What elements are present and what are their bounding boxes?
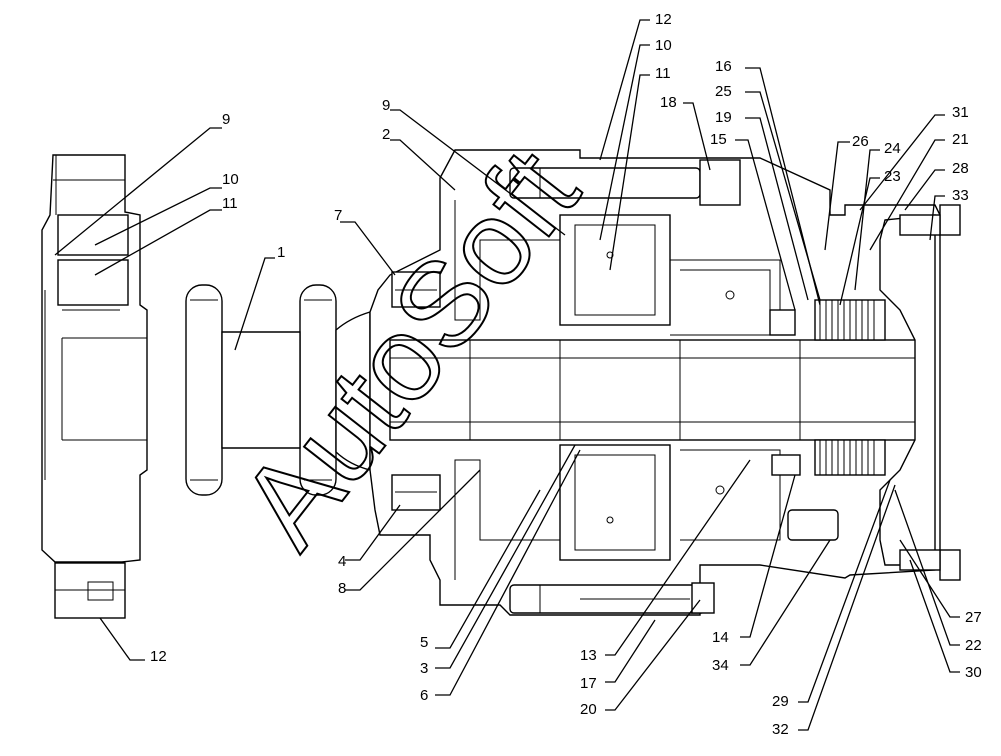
callout-21: 21 xyxy=(952,131,969,148)
callout-28: 28 xyxy=(952,160,969,177)
brake-discs-upper xyxy=(814,299,886,341)
callout-10-right: 10 xyxy=(655,37,672,54)
callout-15: 15 xyxy=(710,131,727,148)
callout-30: 30 xyxy=(965,664,982,681)
callout-33: 33 xyxy=(952,187,969,204)
callout-25: 25 xyxy=(715,83,732,100)
callout-27: 27 xyxy=(965,609,982,626)
callout-24: 24 xyxy=(884,140,901,157)
callout-11-left: 11 xyxy=(222,195,238,212)
callout-14: 14 xyxy=(712,629,729,646)
callout-12-right: 12 xyxy=(655,11,672,28)
callout-9-right: 9 xyxy=(382,97,390,114)
callout-7: 7 xyxy=(334,207,342,224)
callout-11-right: 11 xyxy=(655,65,671,82)
callout-20: 20 xyxy=(580,701,597,718)
callout-16: 16 xyxy=(715,58,732,75)
brake-discs-lower xyxy=(814,439,886,476)
callout-4: 4 xyxy=(338,553,346,570)
callout-32: 32 xyxy=(772,721,789,738)
main-housing xyxy=(369,149,961,616)
callout-18: 18 xyxy=(660,94,677,111)
callout-1: 1 xyxy=(277,244,285,261)
callout-17: 17 xyxy=(580,675,597,692)
callout-12-left: 12 xyxy=(150,648,167,665)
callout-31: 31 xyxy=(952,104,969,121)
track-roller xyxy=(185,284,371,496)
callout-29: 29 xyxy=(772,693,789,710)
callout-10-left: 10 xyxy=(222,171,239,188)
callout-13: 13 xyxy=(580,647,597,664)
callout-9-left: 9 xyxy=(222,111,230,128)
leader-lines xyxy=(54,19,960,731)
callout-19: 19 xyxy=(715,109,732,126)
callout-8: 8 xyxy=(338,580,346,597)
callout-labels: 9 10 11 12 1 7 9 2 4 8 5 3 6 12 10 11 18… xyxy=(150,11,982,738)
callout-34: 34 xyxy=(712,657,729,674)
left-sprocket-part xyxy=(41,154,148,619)
callout-23: 23 xyxy=(884,168,901,185)
callout-26: 26 xyxy=(852,133,869,150)
callout-3: 3 xyxy=(420,660,428,677)
callout-2: 2 xyxy=(382,126,390,143)
callout-22: 22 xyxy=(965,637,982,654)
callout-5: 5 xyxy=(420,634,428,651)
callout-6: 6 xyxy=(420,687,428,704)
